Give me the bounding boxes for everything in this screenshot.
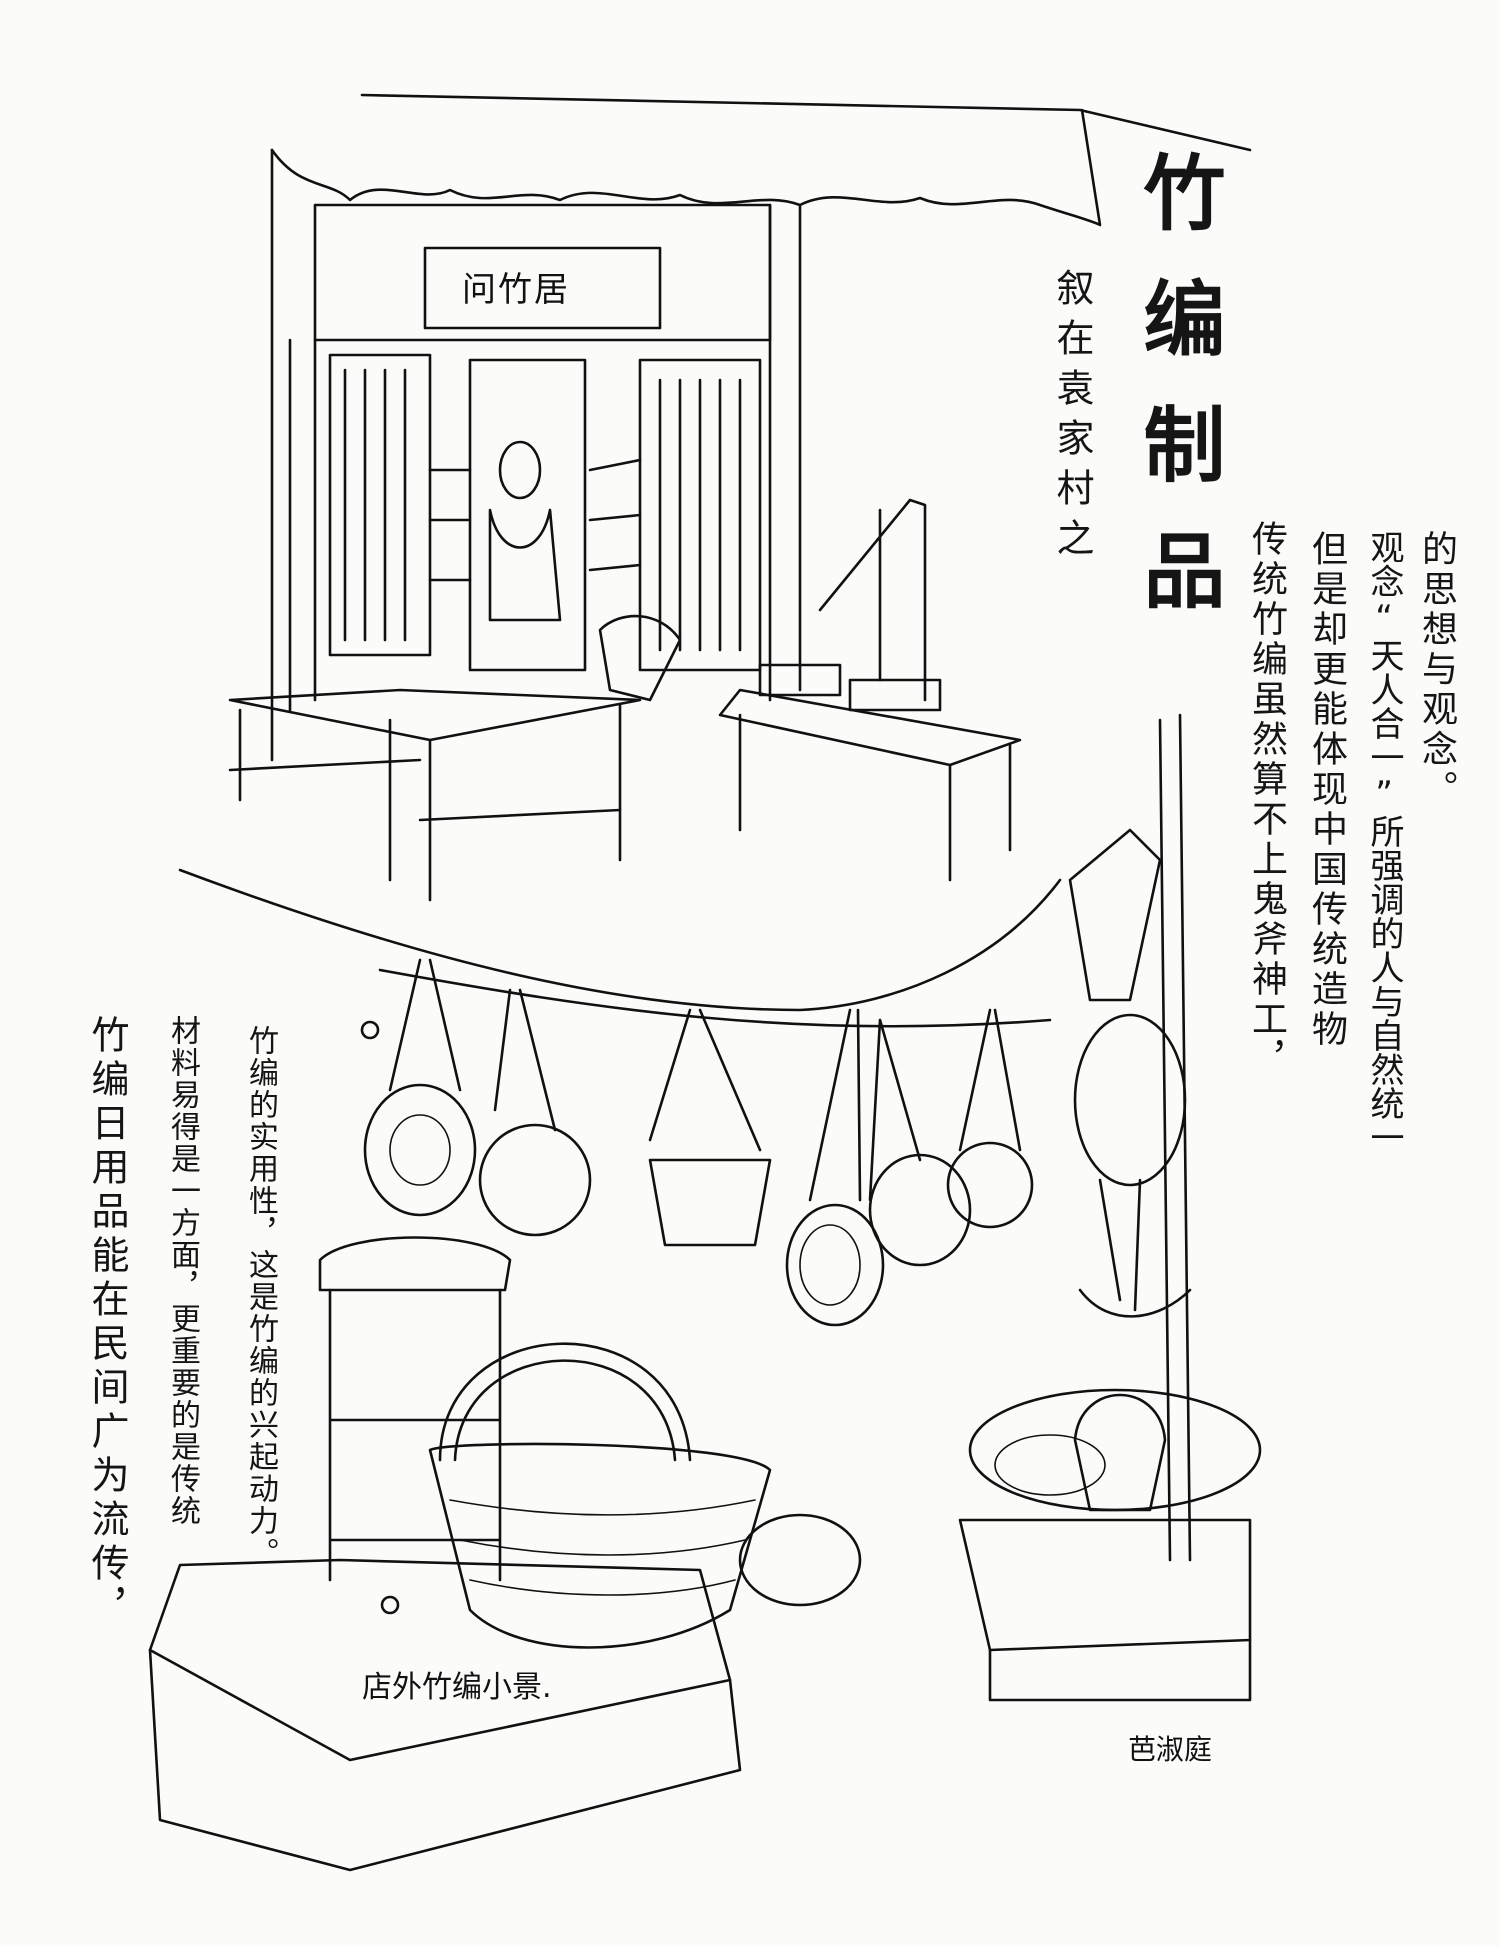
- subtitle: 叙在袁家村之: [1050, 268, 1094, 568]
- shop-sign: 问竹居: [462, 270, 570, 310]
- note-left-column-3: 竹编的实用性，这是竹编的兴起动力。: [243, 1025, 278, 1569]
- hanging-baskets: [360, 958, 1034, 1327]
- sketch-caption: 店外竹编小景.: [362, 1670, 552, 1705]
- tray-display: [958, 1388, 1262, 1702]
- note-right-column-4: 的思想与观念。: [1416, 530, 1457, 810]
- basket-display: [148, 1236, 862, 1872]
- note-right-column-3: 观念“天人合一”所强调的人与自然统一: [1364, 530, 1404, 1154]
- hanging-bamboo-items: [1068, 828, 1192, 1318]
- awning: [270, 93, 1252, 762]
- note-right-column-2: 但是却更能体现中国传统造物: [1306, 530, 1347, 1050]
- display-tables: [228, 498, 1022, 902]
- shop-facade: [288, 203, 802, 712]
- note-right-column-1: 传统竹编虽然算不上鬼斧神工，: [1246, 520, 1287, 1080]
- note-left-column-1: 竹编日用品能在民间广为流传，: [85, 1015, 129, 1631]
- page-title: 竹编制品: [1129, 150, 1225, 654]
- note-left-column-2: 材料易得是一方面，更重要的是传统: [165, 1015, 200, 1527]
- artist-signature: 芭淑庭: [1128, 1733, 1213, 1766]
